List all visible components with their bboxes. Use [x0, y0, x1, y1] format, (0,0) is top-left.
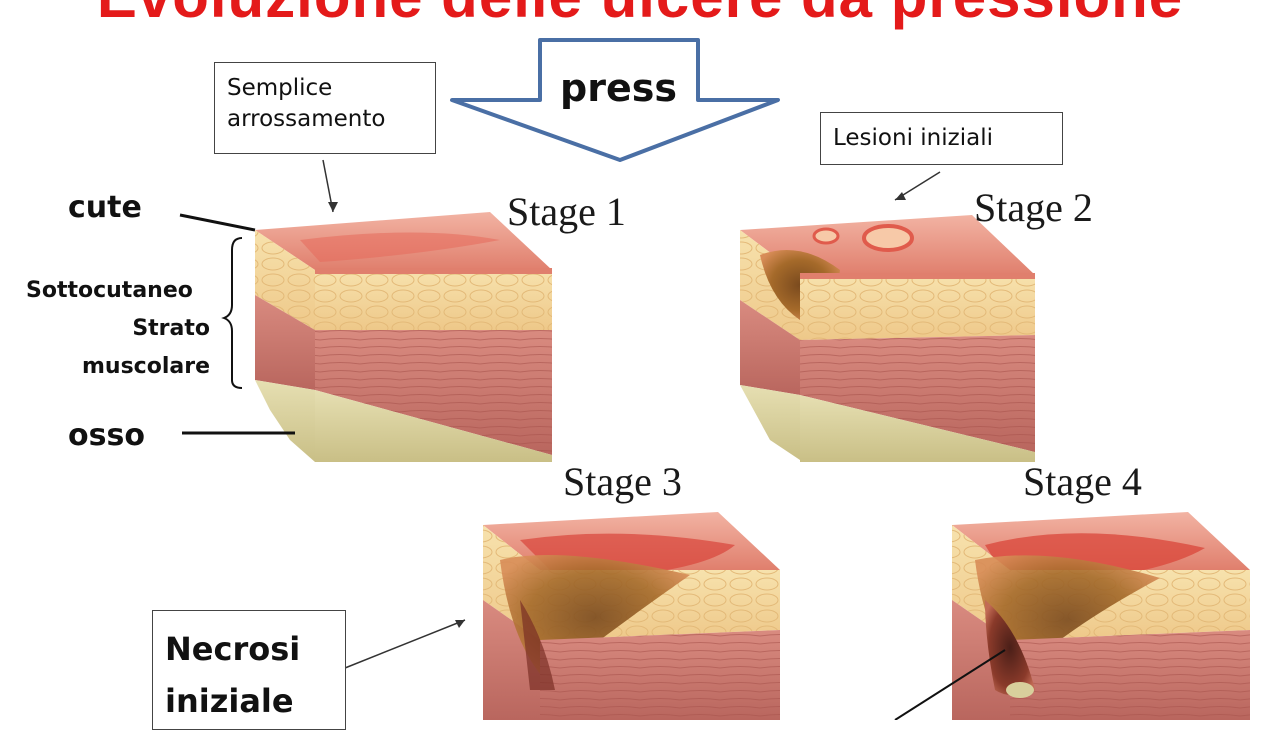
stage-3-label: Stage 3 [563, 459, 682, 504]
stage4-leader [894, 649, 1006, 720]
stage-3-block [483, 512, 780, 720]
layer-label-skin: cute [68, 190, 142, 225]
layer-label-muscle-line2: muscolare [82, 354, 210, 379]
necrosis-leader [344, 619, 466, 669]
layer-bracket [221, 237, 243, 389]
pressure-label: press [560, 66, 677, 110]
diagram-title: Evoluzione delle ulcere da pressione [0, 0, 1280, 31]
stage-4-label: Stage 4 [1023, 459, 1142, 504]
layer-label-subcutaneous: Sottocutaneo [26, 278, 193, 303]
stage-2-block [740, 215, 1035, 462]
callout-initial-lesions: Lesioni iniziali [820, 112, 1063, 165]
layer-label-bone: osso [68, 418, 145, 453]
stage-4-block [952, 512, 1250, 720]
stage-1-block [255, 212, 552, 462]
layer-label-muscle-line1: Strato [132, 316, 210, 341]
skin-pointer [179, 213, 256, 232]
callout-necrosis: Necrosi iniziale [152, 610, 346, 730]
stage-1-label: Stage 1 [507, 189, 626, 234]
stage-2-label: Stage 2 [974, 185, 1093, 230]
callout-redness: Semplice arrossamento [214, 62, 436, 154]
pressure-arrow [450, 38, 780, 162]
